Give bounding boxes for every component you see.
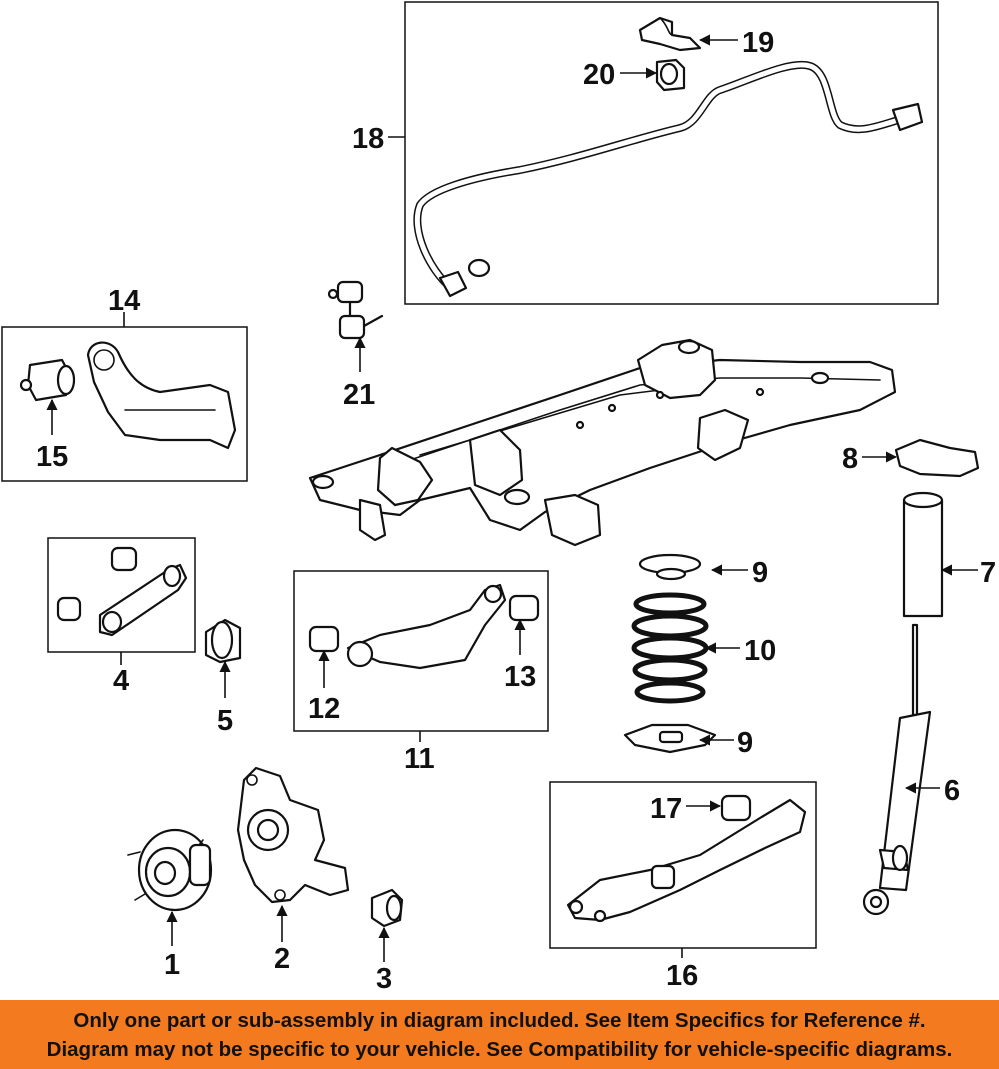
trailing-arm-part — [566, 798, 807, 923]
upper-mount-part — [894, 438, 980, 478]
upper-control-arm-part — [86, 341, 237, 450]
bushing-part-5 — [204, 618, 242, 664]
callout-15: 15 — [36, 441, 68, 473]
lower-control-arm-part — [346, 583, 507, 670]
knuckle-part — [236, 766, 350, 904]
callout-14: 14 — [108, 285, 140, 317]
shock-absorber-part — [862, 623, 932, 916]
disclaimer-line-2: Diagram may not be specific to your vehi… — [46, 1038, 953, 1061]
callout-3: 3 — [376, 963, 392, 995]
crossmember-subframe — [308, 338, 897, 547]
stabilizer-bar-group-box — [404, 1, 939, 305]
toe-link-part — [56, 546, 188, 637]
dust-boot-part — [902, 491, 944, 618]
parts-diagram: 19 20 18 14 21 15 8 9 7 10 4 13 12 5 9 1… — [1, 1, 996, 995]
callout-6: 6 — [944, 775, 960, 807]
trailing-arm-bushing-part — [720, 794, 752, 822]
callout-9-bottom: 9 — [737, 727, 753, 759]
lower-arm-bushing-13-part — [508, 594, 540, 622]
callout-17: 17 — [650, 793, 682, 825]
callout-19: 19 — [742, 27, 774, 59]
bushing-part-3 — [370, 888, 404, 928]
upper-spring-seat-part — [638, 553, 702, 581]
trailing-arm-group-box — [549, 781, 817, 949]
callout-12: 12 — [308, 693, 340, 725]
disclaimer-banner: Only one part or sub-assembly in diagram… — [0, 1000, 999, 1069]
callout-9-top: 9 — [752, 557, 768, 589]
stabilizer-bar-part — [413, 60, 924, 298]
callout-5: 5 — [217, 705, 233, 737]
coil-spring-part — [631, 592, 709, 704]
callout-8: 8 — [842, 443, 858, 475]
callout-16: 16 — [666, 960, 698, 992]
lower-spring-seat-part — [623, 723, 717, 754]
lower-control-arm-group-box — [293, 570, 549, 732]
stabilizer-link-part — [327, 280, 384, 340]
callout-1: 1 — [164, 949, 180, 981]
stabilizer-bracket-part — [638, 16, 702, 52]
hub-bearing-part — [127, 828, 213, 912]
disclaimer-line-1: Only one part or sub-assembly in diagram… — [73, 1009, 926, 1032]
callout-10: 10 — [744, 635, 776, 667]
callout-18: 18 — [352, 123, 384, 155]
callout-7: 7 — [980, 557, 996, 589]
callout-4: 4 — [113, 665, 129, 697]
stabilizer-bushing-part — [655, 58, 686, 92]
callout-11: 11 — [404, 743, 435, 775]
callout-2: 2 — [274, 943, 290, 975]
callout-13: 13 — [504, 661, 536, 693]
upper-arm-bushing-part — [19, 358, 76, 402]
callout-21: 21 — [343, 379, 375, 411]
callout-20: 20 — [583, 59, 615, 91]
lower-arm-bushing-12-part — [308, 625, 340, 653]
